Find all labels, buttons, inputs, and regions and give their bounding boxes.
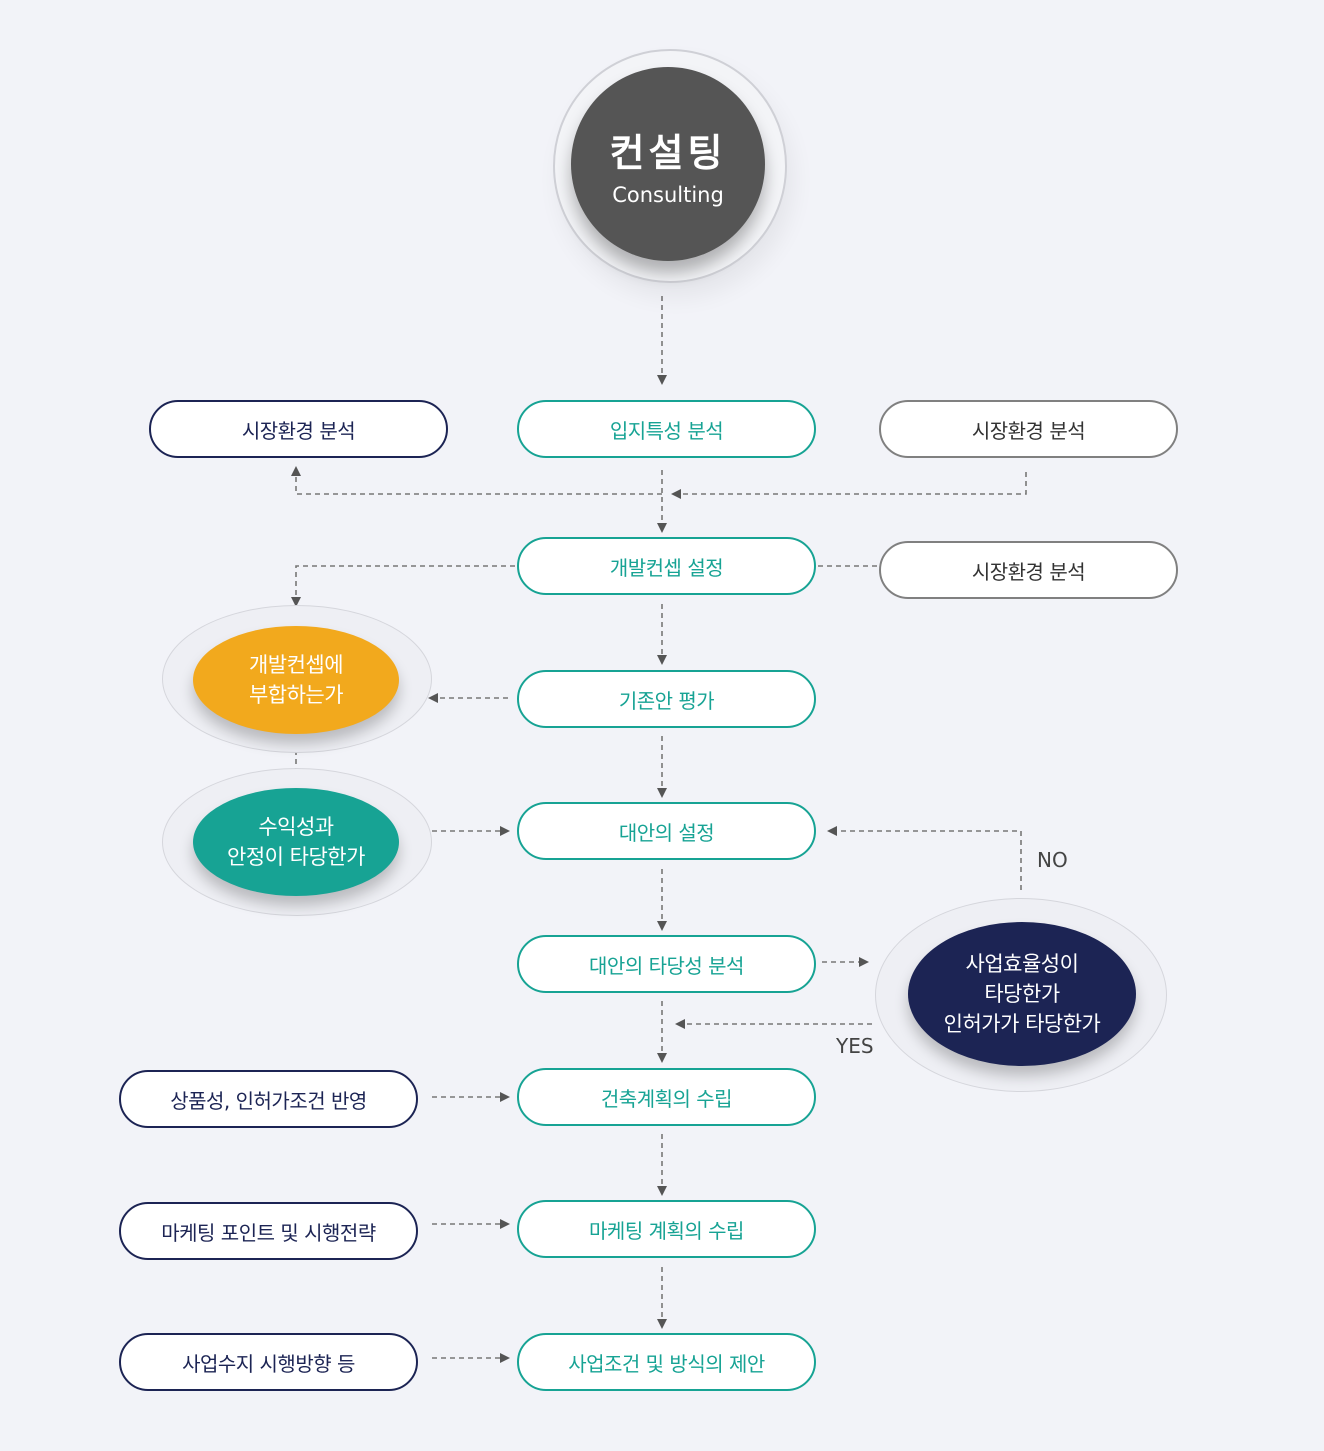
concept-fit-decision: 개발컨셉에 부합하는가 bbox=[193, 626, 399, 734]
no-label: NO bbox=[1037, 848, 1068, 872]
product-permit-node: 상품성, 인허가조건 반영 bbox=[119, 1070, 418, 1128]
business-direction-node: 사업수지 시행방향 등 bbox=[119, 1333, 418, 1391]
market-analysis-left-node: 시장환경 분석 bbox=[149, 400, 448, 458]
alternative-setting-node: 대안의 설정 bbox=[517, 802, 816, 860]
building-plan-node: 건축계획의 수립 bbox=[517, 1068, 816, 1126]
validity-analysis-node: 대안의 타당성 분석 bbox=[517, 935, 816, 993]
profit-safety-decision: 수익성과 안정이 타당한가 bbox=[193, 788, 399, 896]
market-analysis-right-top-node: 시장환경 분석 bbox=[879, 400, 1178, 458]
market-analysis-right-mid-node: 시장환경 분석 bbox=[879, 541, 1178, 599]
proposal-node: 사업조건 및 방식의 제안 bbox=[517, 1333, 816, 1391]
consulting-circle: 컨설팅 Consulting bbox=[571, 67, 765, 261]
site-analysis-node: 입지특성 분석 bbox=[517, 400, 816, 458]
yes-label: YES bbox=[836, 1034, 874, 1058]
concept-setting-node: 개발컨셉 설정 bbox=[517, 537, 816, 595]
consulting-title: 컨설팅 bbox=[609, 130, 727, 175]
evaluation-node: 기존안 평가 bbox=[517, 670, 816, 728]
efficiency-decision: 사업효율성이 타당한가 인허가가 타당한가 bbox=[908, 922, 1136, 1066]
consulting-subtitle: Consulting bbox=[612, 182, 724, 207]
marketing-plan-node: 마케팅 계획의 수립 bbox=[517, 1200, 816, 1258]
marketing-point-node: 마케팅 포인트 및 시행전략 bbox=[119, 1202, 418, 1260]
